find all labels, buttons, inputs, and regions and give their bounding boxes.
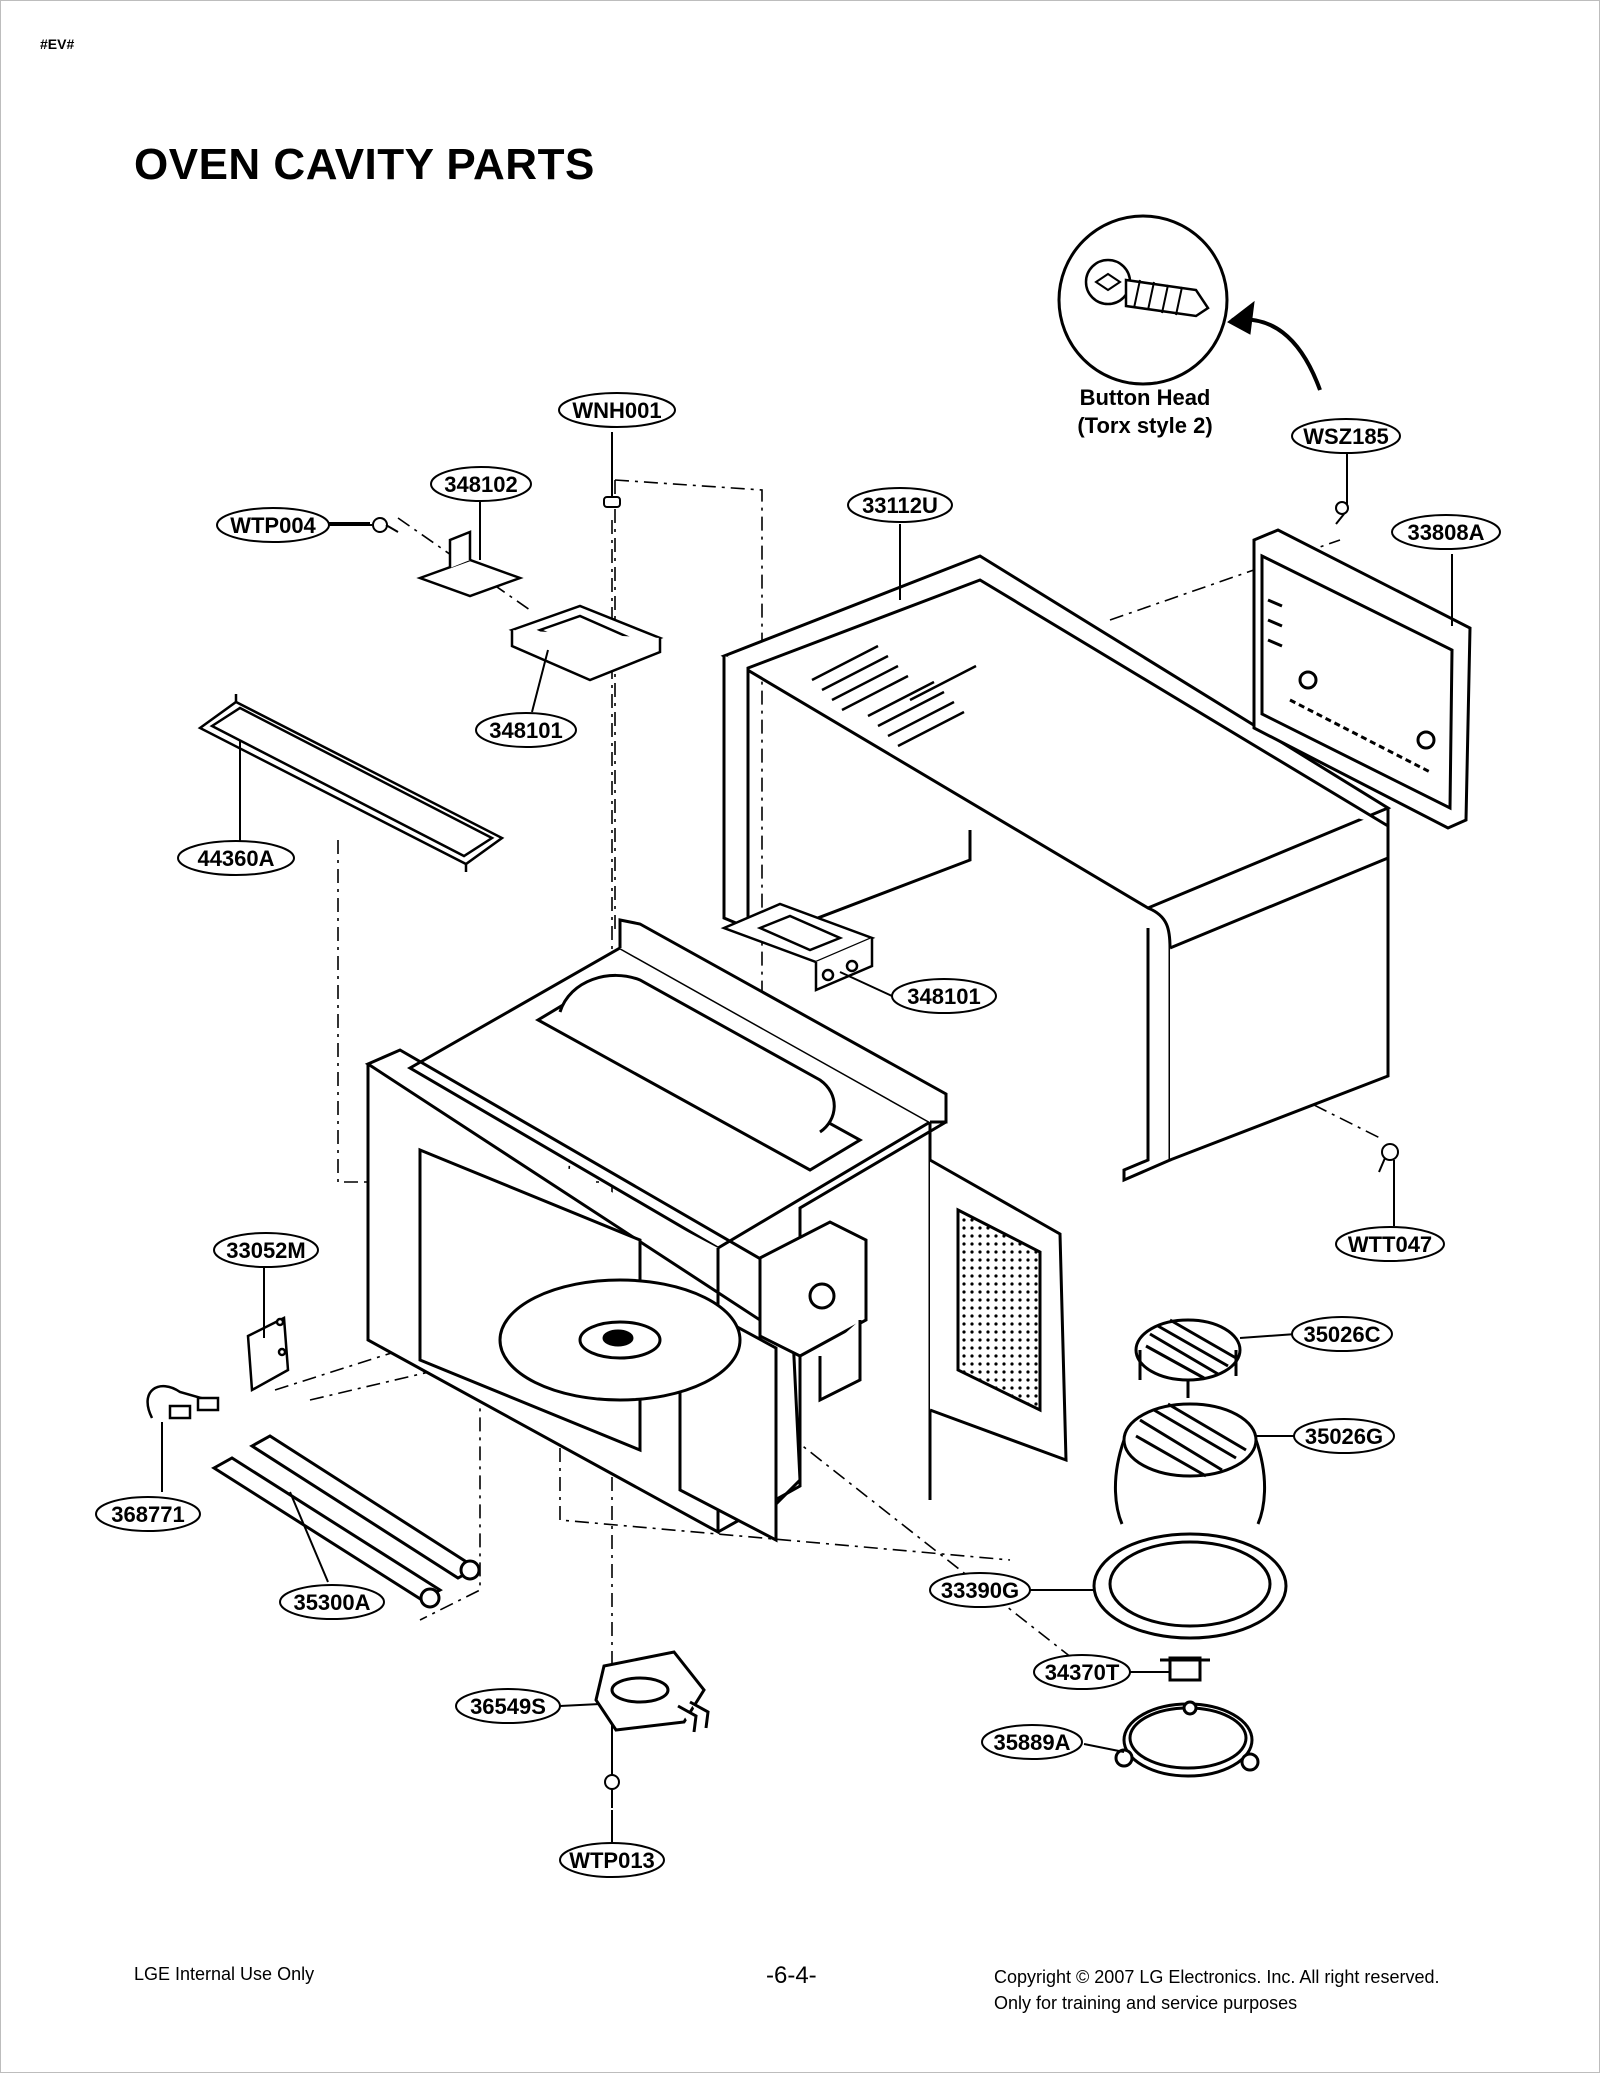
- part-34370T-coupler: [1160, 1656, 1210, 1682]
- callout-35889A: 35889A: [981, 1724, 1083, 1760]
- callout-33112U: 33112U: [847, 487, 953, 523]
- svg-text:348101: 348101: [489, 718, 562, 743]
- part-348102-bracket: [416, 530, 524, 598]
- part-368771-wire: [146, 1385, 220, 1420]
- oven-cavity: [364, 918, 1068, 1543]
- callout-WTP004: WTP004: [216, 507, 330, 543]
- part-348101-mid-cover: [720, 902, 876, 992]
- part-33390G-glass-tray: [1092, 1532, 1288, 1640]
- hardware: [327, 438, 1399, 1808]
- svg-text:35026C: 35026C: [1303, 1322, 1380, 1347]
- callout-33390G: 33390G: [929, 1572, 1031, 1608]
- footer-copyright-line2: Only for training and service purposes: [994, 1993, 1298, 2013]
- footer-copyright: Copyright © 2007 LG Electronics. Inc. Al…: [994, 1964, 1439, 2016]
- callout-34370T: 34370T: [1033, 1654, 1131, 1690]
- callout-WSZ185: WSZ185: [1291, 418, 1401, 454]
- svg-text:348102: 348102: [444, 472, 517, 497]
- part-348101-upper-cover: [508, 604, 664, 682]
- callout-348101-top: 348101: [475, 712, 577, 748]
- svg-text:35889A: 35889A: [993, 1730, 1070, 1755]
- leader-lines: [161, 432, 1453, 1842]
- part-33112U-outer-case: [720, 554, 1392, 1183]
- svg-text:34370T: 34370T: [1045, 1660, 1120, 1685]
- svg-text:WSZ185: WSZ185: [1303, 424, 1389, 449]
- svg-text:33390G: 33390G: [941, 1578, 1019, 1603]
- footer-internal-use: LGE Internal Use Only: [134, 1964, 315, 1984]
- svg-text:33112U: 33112U: [862, 493, 938, 518]
- callout-35026G: 35026G: [1293, 1418, 1395, 1454]
- svg-text:44360A: 44360A: [197, 846, 274, 871]
- svg-text:WTP013: WTP013: [569, 1848, 655, 1873]
- callout-36549S: 36549S: [455, 1688, 561, 1724]
- callout-33052M: 33052M: [213, 1232, 319, 1268]
- part-36549S-motor: [594, 1650, 710, 1733]
- svg-text:WTP004: WTP004: [230, 513, 316, 538]
- svg-text:33808A: 33808A: [1407, 520, 1484, 545]
- callout-44360A: 44360A: [177, 840, 295, 876]
- screw-detail-caption: Button Head (Torx style 2): [1040, 384, 1250, 440]
- svg-text:36549S: 36549S: [470, 1694, 546, 1719]
- part-33052M-plate: [246, 1316, 290, 1393]
- footer-copyright-line1: Copyright © 2007 LG Electronics. Inc. Al…: [994, 1967, 1440, 1987]
- callout-348102: 348102: [430, 466, 532, 502]
- svg-text:348101: 348101: [907, 984, 980, 1009]
- page-marker: #EV#: [40, 36, 75, 52]
- part-44360A-heater: [197, 694, 505, 872]
- callout-WTT047: WTT047: [1335, 1226, 1445, 1262]
- svg-text:WTT047: WTT047: [1348, 1232, 1432, 1257]
- callout-368771: 368771: [95, 1496, 201, 1532]
- part-35026G-high-rack: [1114, 1402, 1266, 1525]
- svg-text:WNH001: WNH001: [572, 398, 661, 423]
- footer-page-number: -6-4-: [766, 1962, 817, 1989]
- callout-33808A: 33808A: [1391, 514, 1501, 550]
- svg-text:368771: 368771: [111, 1502, 184, 1527]
- callout-35300A: 35300A: [279, 1584, 385, 1620]
- screw-caption-line2: (Torx style 2): [1077, 413, 1213, 438]
- callout-35026C: 35026C: [1291, 1316, 1393, 1352]
- page-title: OVEN CAVITY PARTS: [134, 140, 595, 189]
- svg-text:33052M: 33052M: [226, 1238, 306, 1263]
- part-35889A-roller-ring: [1114, 1700, 1260, 1778]
- part-35300A-heater-tubes: [211, 1434, 481, 1609]
- screw-caption-line1: Button Head: [1079, 385, 1211, 410]
- callout-WNH001: WNH001: [558, 392, 676, 428]
- callout-348101-mid: 348101: [891, 978, 997, 1014]
- part-33808A-rear-panel: [1252, 528, 1472, 830]
- svg-text:35300A: 35300A: [293, 1590, 370, 1615]
- part-35026C-low-rack: [1134, 1318, 1242, 1398]
- svg-text:35026G: 35026G: [1305, 1424, 1383, 1449]
- screw-detail: [1057, 214, 1322, 391]
- callout-WTP013: WTP013: [559, 1842, 665, 1878]
